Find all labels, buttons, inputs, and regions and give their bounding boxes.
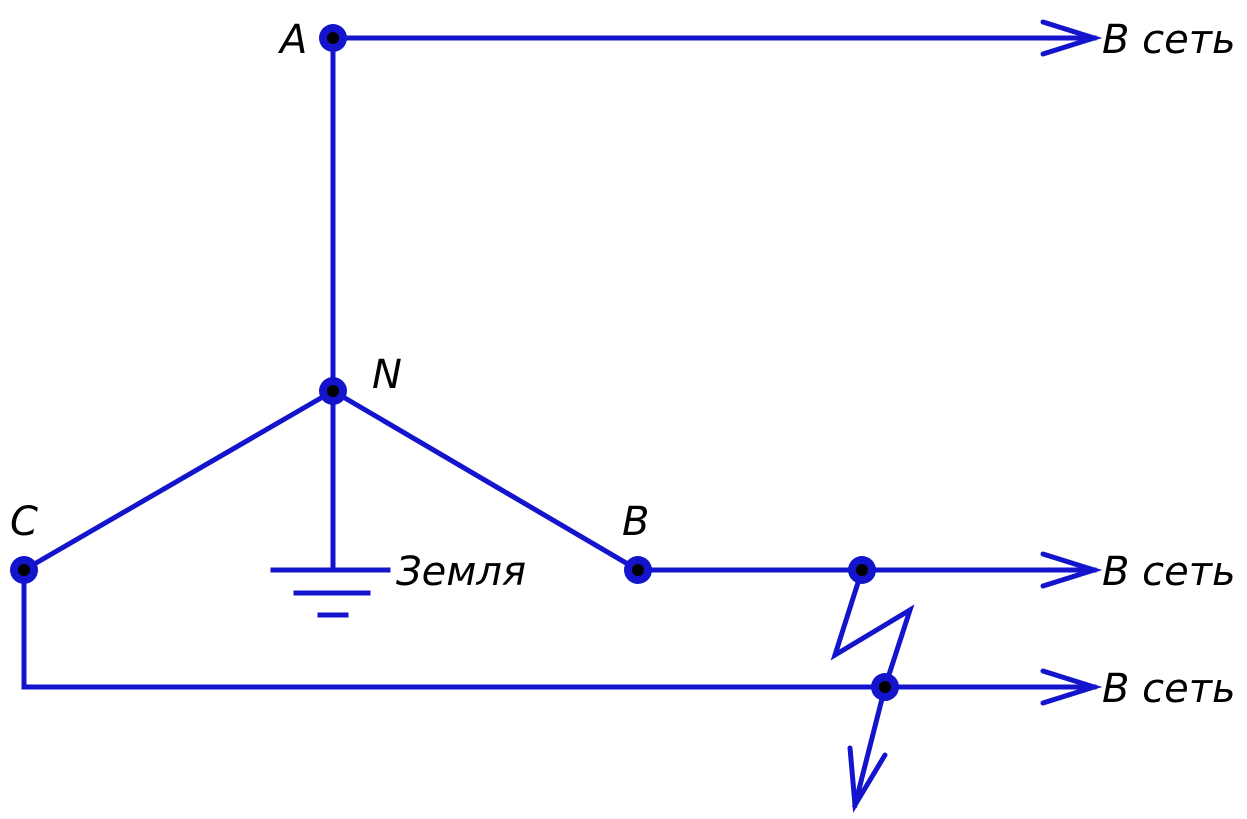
ground-symbol-icon [270, 567, 391, 618]
label-grid-c: В сеть [1102, 666, 1236, 712]
arrow-icon [1040, 19, 1103, 57]
label-c: C [10, 499, 38, 545]
label-grid-a: В сеть [1102, 17, 1236, 63]
label-ground: Земля [396, 549, 526, 595]
label-a: A [277, 17, 307, 63]
node-n [319, 377, 347, 405]
node-b [624, 556, 652, 584]
label-grid-b: В сеть [1102, 549, 1236, 595]
lightning-fault-icon [830, 566, 915, 813]
label-n: N [372, 352, 402, 398]
wire-n-c [20, 387, 337, 574]
label-b: B [622, 499, 649, 545]
fault-node-b [848, 556, 876, 584]
wire-n-b [329, 387, 642, 574]
arrow-icon [1040, 551, 1103, 589]
node-c [10, 556, 38, 584]
wire-c [21, 567, 1097, 690]
arrow-icon [1040, 668, 1103, 706]
fault-node-c [871, 673, 899, 701]
node-a [319, 24, 347, 52]
